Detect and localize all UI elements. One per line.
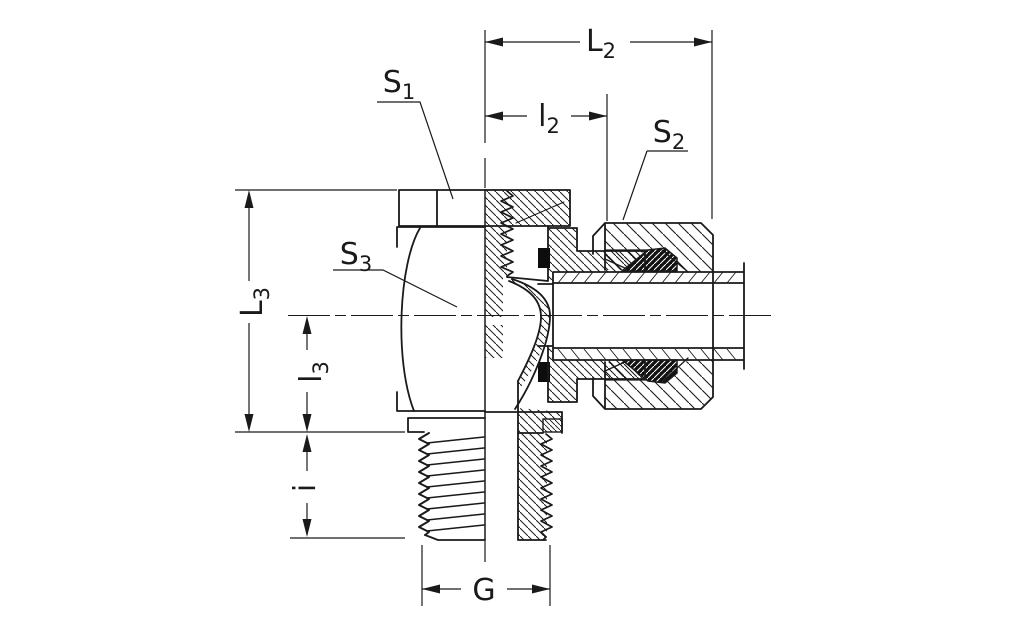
dimension-arrows — [244, 37, 712, 594]
label-L2: L2 — [586, 24, 616, 63]
label-S1: S1 — [383, 65, 415, 104]
section-hatch-fills — [485, 190, 713, 540]
o-ring-seal-bottom — [538, 362, 550, 382]
o-ring-seal-top — [538, 248, 550, 268]
union-nut-inner-lines — [604, 249, 689, 383]
label-L3: L3 — [235, 287, 274, 317]
dimension-labels: L2 l2 S1 S2 S3 L3 l3 i G — [235, 24, 685, 608]
hex-locknut-exterior — [398, 189, 486, 227]
flange-seal-ring — [542, 418, 563, 433]
stud-flange-exterior — [407, 417, 486, 433]
leader-S2 — [622, 150, 688, 221]
stem-lower-hatch2 — [485, 325, 503, 358]
arrow-l2-right — [589, 111, 607, 121]
hex-locknut-section — [484, 189, 571, 227]
arrow-L2-left — [485, 37, 503, 47]
label-l3: l3 — [294, 361, 333, 383]
arrow-G-right — [532, 584, 550, 594]
stud-thread-crests — [426, 436, 485, 532]
ext-lines-G — [421, 545, 551, 606]
tube-wall-bottom-hatch — [557, 348, 737, 361]
bore-wall — [517, 380, 547, 541]
cavity-arc — [508, 280, 542, 382]
arrow-i-top — [302, 434, 312, 452]
body-exterior — [396, 226, 486, 412]
stud-thread-zigzag-section — [540, 433, 553, 538]
stud-section-hatch — [518, 408, 562, 540]
flange-section — [484, 411, 563, 541]
label-G: G — [472, 573, 495, 608]
geometry-outlines — [396, 189, 745, 541]
leader-S3 — [333, 269, 458, 308]
port-bottom-outline — [547, 345, 646, 403]
stud-thread-wavy-edge — [418, 432, 430, 536]
tube — [553, 271, 744, 361]
arrow-l3-top — [302, 316, 312, 334]
tube-wall-top — [553, 272, 744, 283]
stem-lower-hatch — [485, 277, 503, 317]
union-nut-bottom-hatch — [605, 360, 713, 409]
ball-outer-arc — [511, 278, 551, 410]
hex-locknut-section-hatch — [507, 190, 570, 226]
union-nut-top-hatch — [605, 223, 713, 272]
tube-wall-top-hatch — [557, 271, 737, 284]
arrow-l2-left — [485, 111, 503, 121]
arrow-L2-right — [694, 37, 712, 47]
arrow-G-left — [422, 584, 440, 594]
dimension-lines — [235, 30, 713, 606]
seal-groove — [506, 225, 549, 282]
arrow-l3-bottom — [302, 414, 312, 432]
body-sphere-arc — [400, 227, 421, 412]
label-l2: l2 — [538, 99, 560, 138]
leader-S1 — [377, 101, 454, 200]
hex-chamfer-line — [515, 201, 565, 224]
stem-thread-zigzag — [500, 190, 514, 277]
arrow-L3-bottom — [244, 414, 254, 432]
cutting-ring-top — [619, 247, 678, 272]
label-S3: S3 — [340, 237, 372, 276]
arrow-i-bottom — [302, 519, 312, 537]
tube-outline — [552, 262, 745, 370]
tube-wall-bottom — [553, 349, 744, 360]
stud-bottom-exterior — [424, 534, 486, 541]
label-S2: S2 — [653, 115, 685, 154]
arrow-L3-top — [244, 190, 254, 208]
port-top-outline — [547, 227, 646, 273]
label-i: i — [288, 484, 323, 492]
seals-and-rings — [538, 247, 678, 384]
